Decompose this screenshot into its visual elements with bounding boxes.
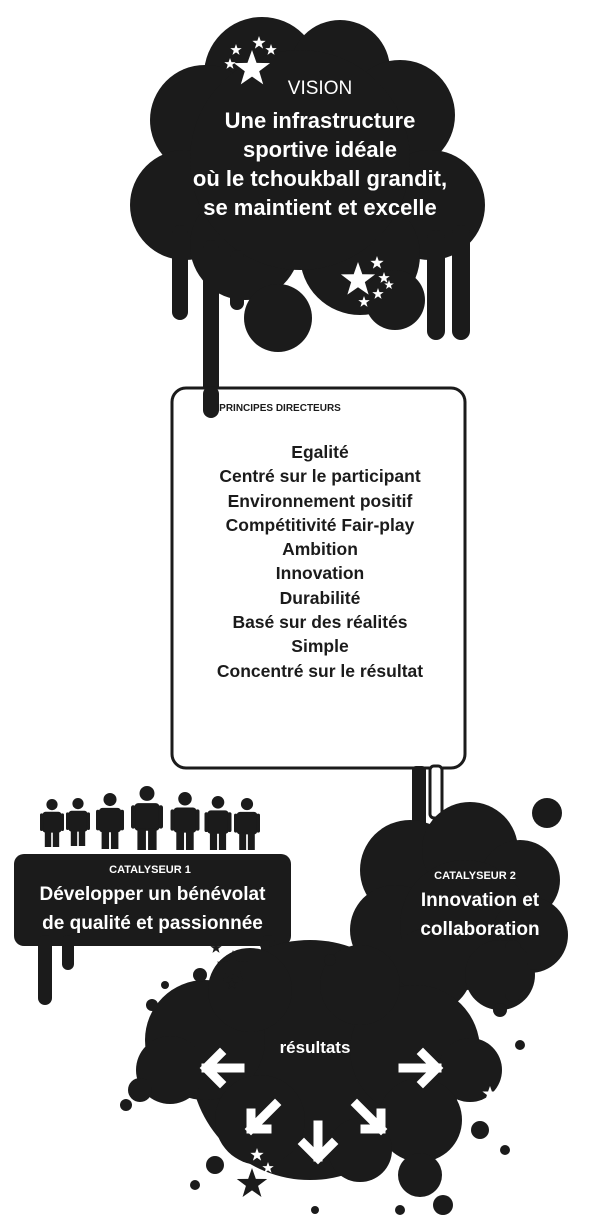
- principle-item: Basé sur des réalités: [232, 612, 408, 633]
- principle-item: Egalité: [291, 442, 349, 462]
- principle-item: Centré sur le participant: [219, 466, 421, 487]
- catalyst2-cloud: [350, 798, 568, 1012]
- catalyst2-heading: CATALYSEUR 2: [434, 870, 516, 882]
- results-label: résultats: [279, 1038, 351, 1057]
- vision-line: se maintient et excelle: [203, 195, 437, 220]
- catalyst1-line: de qualité et passionnée: [42, 913, 263, 934]
- arrow-left-icon: [199, 1047, 245, 1089]
- principles-list: Egalité Centré sur le participant Enviro…: [180, 440, 460, 683]
- arrow-right-icon: [398, 1047, 444, 1089]
- principle-item: Ambition: [282, 539, 358, 560]
- people-silhouettes: [40, 786, 260, 850]
- principle-item: Durabilité: [279, 587, 361, 608]
- catalyst2-statement: Innovation et collaboration: [395, 886, 565, 944]
- principle-item: Simple: [291, 636, 349, 657]
- arrow-down-icon: [297, 1120, 339, 1165]
- vision-line: Une infrastructure: [224, 108, 416, 133]
- catalyst2-line: collaboration: [420, 919, 540, 940]
- catalyst1-statement: Développer un bénévolat de qualité et pa…: [14, 880, 291, 938]
- principles-box: [170, 386, 467, 861]
- vision-statement: Une infrastructure sportive idéale où le…: [160, 106, 480, 222]
- principle-item: Concentré sur le résultat: [216, 660, 424, 681]
- catalyst2-line: Innovation et: [420, 890, 540, 911]
- principle-item: Innovation: [275, 563, 365, 584]
- principle-item: Compétitivité Fair-play: [225, 514, 415, 535]
- principle-item: Environnement positif: [227, 490, 413, 511]
- vision-line: sportive idéale: [242, 137, 398, 162]
- arrow-down-left-icon: [244, 1098, 282, 1136]
- catalyst1-line: Développer un bénévolat: [39, 884, 266, 905]
- vision-line: où le tchoukball grandit,: [192, 166, 448, 191]
- results-arrows: [199, 1047, 444, 1165]
- arrow-down-right-icon: [350, 1098, 388, 1136]
- catalyst1-heading: CATALYSEUR 1: [109, 864, 191, 876]
- vision-heading: VISION: [287, 78, 353, 99]
- vision-cloud: [130, 17, 485, 420]
- principles-heading: PRINCIPES DIRECTEURS: [219, 403, 341, 414]
